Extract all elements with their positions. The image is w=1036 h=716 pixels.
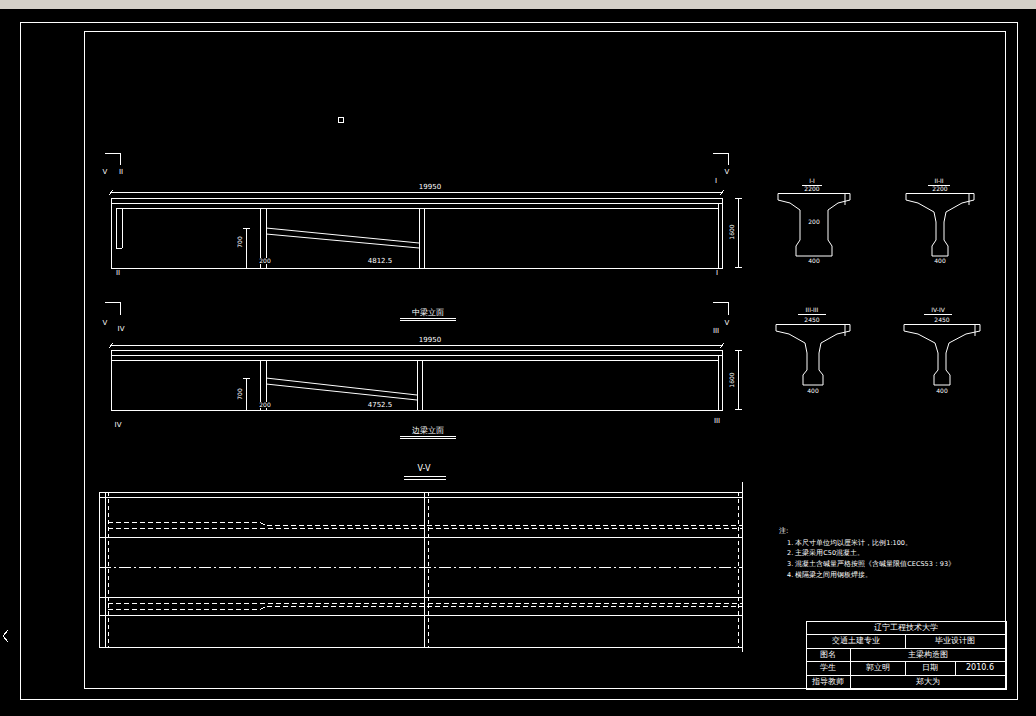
marker-square (339, 118, 344, 123)
drawing-label: 700 (237, 235, 243, 248)
drawing-label: 1600 (729, 371, 735, 388)
drawing-label: I (714, 178, 718, 185)
drawing-label: II (118, 169, 124, 176)
drawing-label: IV (117, 326, 126, 333)
drawing-label: 1. 本尺寸单位均以厘米计，比例1:100。 (786, 540, 913, 547)
drawing-label: 郭立明 (865, 664, 891, 672)
outer-frame (21, 23, 1018, 700)
drawing-label: 图名 (819, 651, 837, 659)
drawing-label: 指导教师 (811, 678, 845, 686)
inner-frame (85, 32, 1006, 689)
drawing-label: 4752.5 (367, 402, 394, 409)
drawing-label: III (712, 328, 720, 335)
drawing-label: III-III (805, 307, 820, 313)
drawing-label: II-II (933, 178, 944, 184)
drawing-label: V (724, 169, 731, 176)
drawing-label: 400 (806, 388, 819, 394)
drawing-label: V (724, 320, 731, 327)
drawing-label: 700 (237, 387, 243, 400)
drawing-label: IV-IV (930, 307, 946, 313)
drawing-label: 日期 (921, 664, 939, 672)
drawing-label: 辽宁工程技术大学 (873, 624, 939, 632)
drawing-label: 2200 (931, 186, 948, 192)
drawing-label: 200 (807, 219, 820, 225)
drawing-label: 注: (778, 528, 789, 535)
drawing-label: 中梁立面 (411, 309, 445, 317)
drawing-label: 学生 (819, 664, 837, 672)
drawing-label: 郑大为 (915, 678, 941, 686)
drawing-label: I-I (808, 178, 816, 184)
drawing-label: 200 (258, 258, 271, 264)
title-block (806, 622, 1007, 690)
drawing-label: V-V (417, 465, 432, 473)
drawing-label: 3. 混凝土含碱量严格按照《含碱量限值CECS53：93》 (786, 561, 956, 568)
drawing-label: 主梁构造图 (907, 651, 949, 659)
drawing-label: 2450 (933, 317, 950, 323)
drawing-label: 1600 (729, 223, 735, 240)
drawing-label: 交通土建专业 (831, 637, 881, 645)
drawing-label: I (715, 270, 719, 277)
drawing-label: 400 (807, 258, 820, 264)
drawing-label: V (102, 169, 109, 176)
drawing-label: 2450 (803, 317, 820, 323)
drawing-label: 400 (935, 388, 948, 394)
cross-sections (776, 186, 980, 386)
drawing-label: 2. 主梁采用C50混凝土。 (786, 550, 865, 557)
drawing-label: 边梁立面 (411, 427, 445, 435)
drawing-label: 2200 (803, 186, 820, 192)
toolbar-strip (0, 0, 1036, 9)
edge-girder-elevation (105, 303, 742, 439)
drawing-label: 400 (933, 258, 946, 264)
scroll-arrow (3, 630, 8, 642)
drawing-label: 19950 (418, 184, 442, 191)
drawing-label: 4812.5 (367, 258, 394, 265)
drawing-label: III (713, 418, 721, 425)
drawing-label: 19950 (418, 337, 442, 344)
drawing-label: 2010.6 (965, 664, 995, 672)
drawing-label: II (115, 270, 121, 277)
drawing-label: V (102, 320, 109, 327)
drawing-label: 4. 横隔梁之间用钢板焊接。 (786, 572, 873, 579)
drawing-label: IV (114, 422, 123, 429)
drawing-label: 200 (258, 402, 271, 408)
drawing-label: 毕业设计图 (934, 637, 976, 645)
plan-view (99, 477, 743, 653)
middle-girder-elevation (105, 154, 742, 321)
